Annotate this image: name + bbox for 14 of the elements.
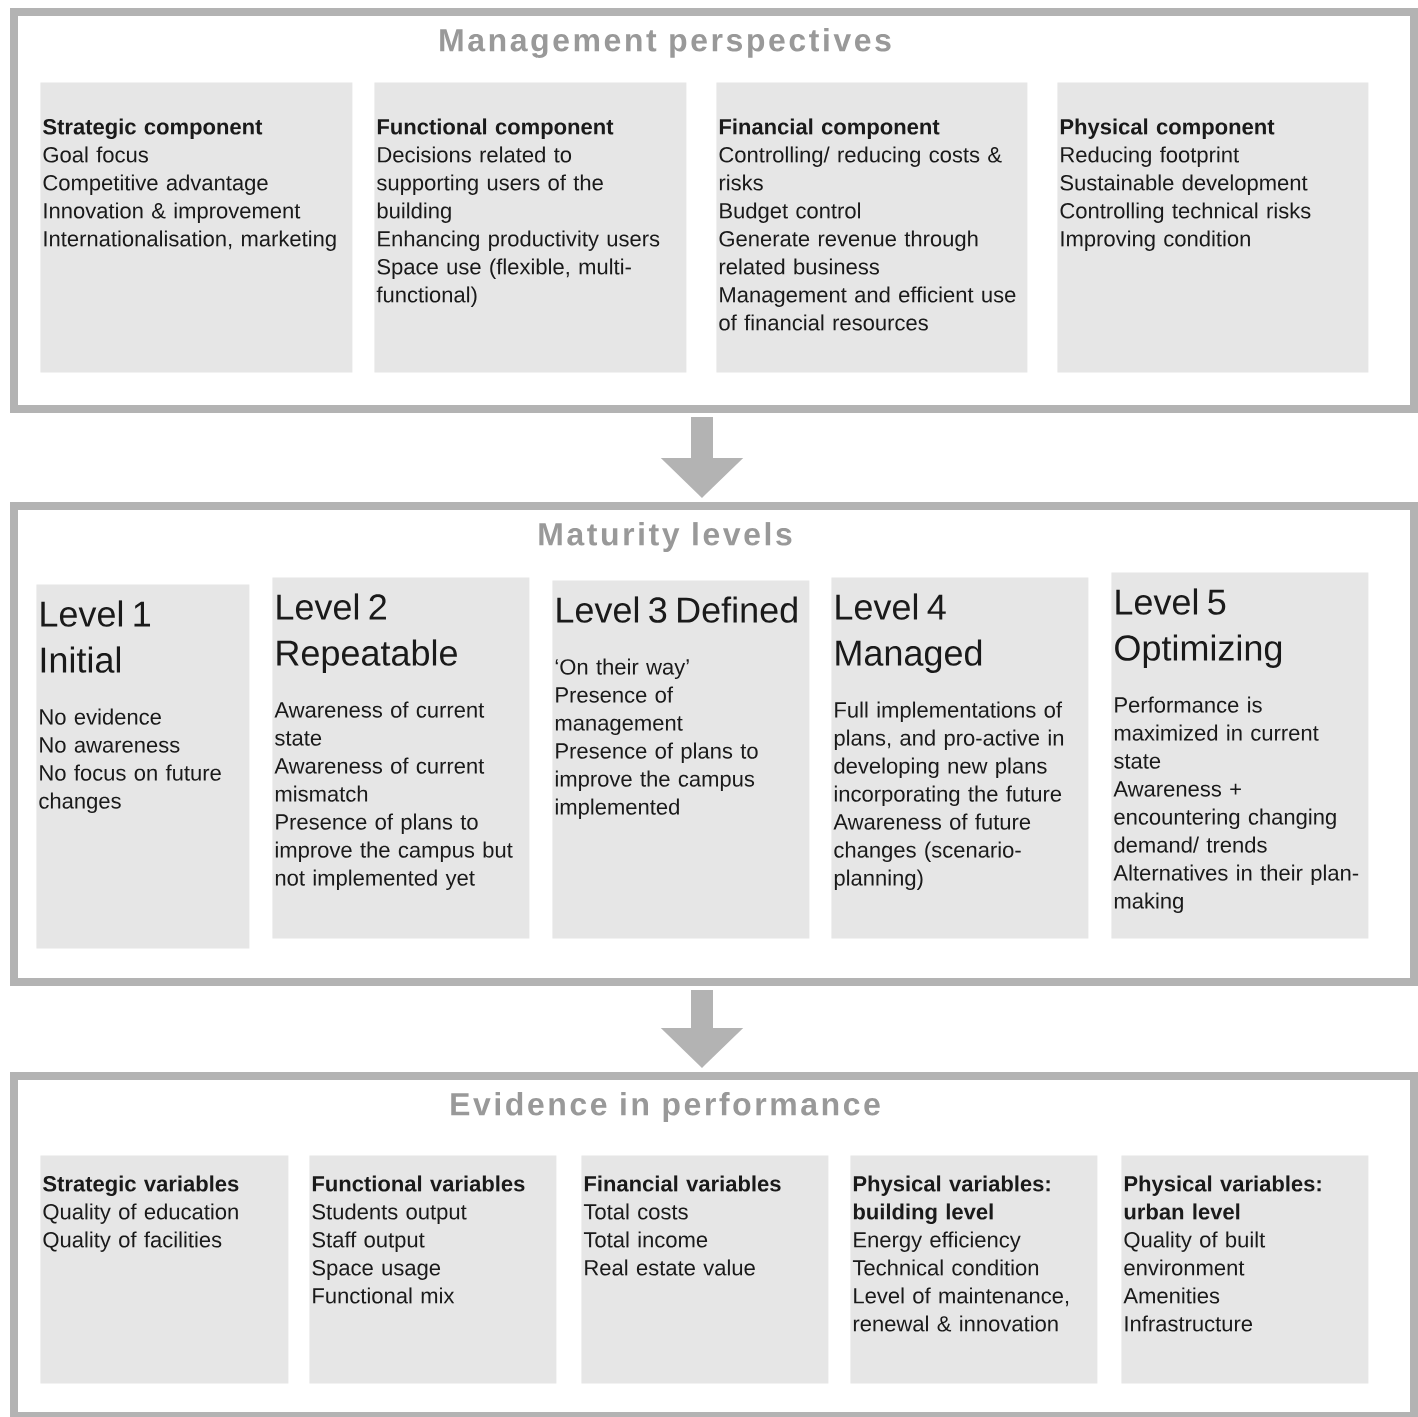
text-box: Physical variables: urban level Quality of built environment Amenities Infrastructure [1121,1155,1369,1384]
text-box: Strategic variables Quality of education Quality of facilities [40,1155,289,1384]
text-box: Level 1 Initial No evidence No awareness No focus on future changes [36,584,250,949]
text-box: Financial variables Total costs Total income Real estate value [581,1155,829,1384]
text-box: Functional component Decisions related to supporting users of the building Enhancing productivity users Space use (flexible, multi-functional) [374,82,687,373]
text-box: Strategic component Goal focus Competitive advantage Innovation & improvement Internationalisation, marketing [40,82,353,373]
text-box: Financial component Controlling/ reducing costs & risks Budget control Generate revenue through related business Management and efficient use of financial resources [716,82,1028,373]
text-box: Level 5 Optimizing Performance is maximized in current state Awareness + encountering changing demand/ trends Alternatives in their plan-making [1111,572,1369,939]
text-box: Level 3 Defined ‘On their way’ Presence of management Presence of plans to improve the campus implemented [552,580,810,939]
text-box: Physical component Reducing footprint Sustainable development Controlling technical risks Improving condition [1057,82,1369,373]
text-box: Level 2 Repeatable Awareness of current state Awareness of current mismatch Presence of plans to improve the campus but not implemented yet [272,577,530,939]
text-box: Functional variables Students output Staff output Space usage Functional mix [309,1155,557,1384]
text-box: Level 4 Managed Full implementations of plans, and pro-active in developing new plans incorporating the future Awareness of future changes (scenario-planning) [831,577,1089,939]
text-box: Physical variables: building level Energy efficiency Technical condition Level of maintenance, renewal & innovation [850,1155,1098,1384]
